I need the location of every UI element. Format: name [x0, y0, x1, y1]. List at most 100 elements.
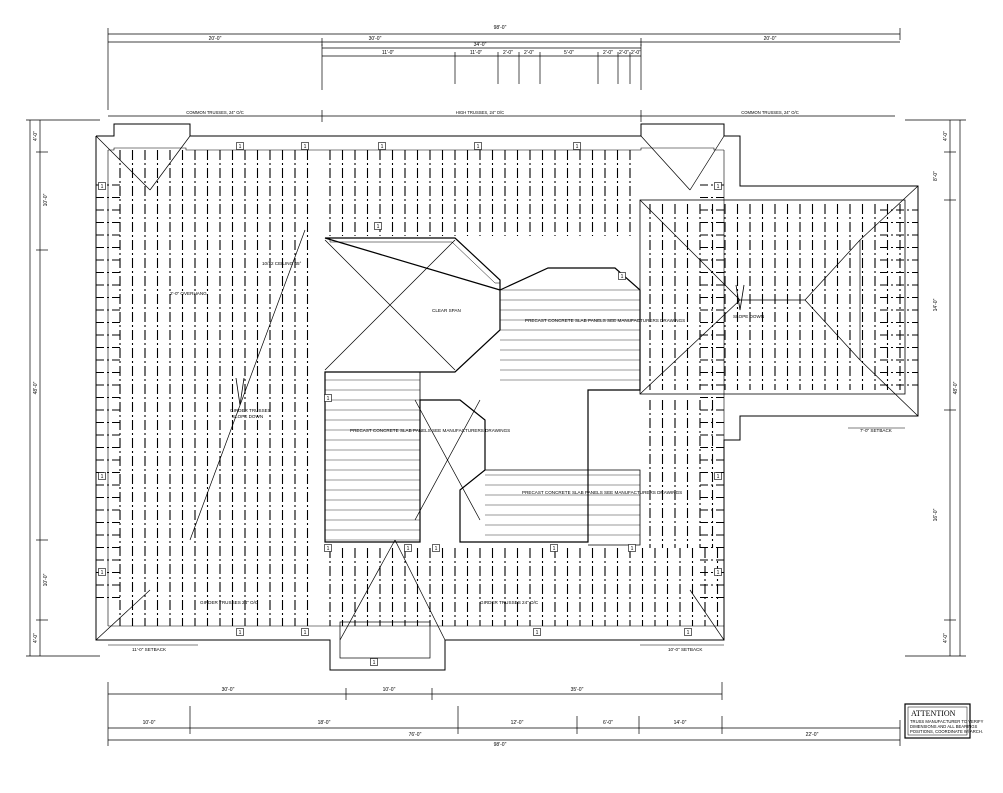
- svg-text:1: 1: [373, 660, 376, 666]
- truss-tag: 1: [236, 628, 244, 636]
- svg-text:1: 1: [377, 224, 380, 230]
- svg-text:1: 1: [327, 396, 330, 402]
- dim-bottom-row1-c: 35'-0": [571, 687, 584, 693]
- truss-tag-layer: 1 1 1 1 1 1 1 1 1 1 1 1 1 1 1 1 1 1 1 1 1 1 1 1: [98, 142, 722, 666]
- dim-right-b: 8'-0": [933, 171, 939, 181]
- dim-right-c: 14'-0": [933, 298, 939, 311]
- attention-line-1: TRUSS MANUFACTURER TO VERIFY: [910, 719, 984, 724]
- slab-panel-lines: [325, 289, 640, 541]
- truss-tag: 1: [98, 568, 106, 576]
- dim-bottom-row2-c: 12'-0": [511, 720, 524, 726]
- dim-top-row4-b: 11'-0": [470, 50, 483, 56]
- svg-text:1: 1: [239, 144, 242, 150]
- truss-tag: 1: [404, 544, 412, 552]
- truss-tag: 1: [714, 472, 722, 480]
- svg-text:1: 1: [621, 274, 624, 280]
- truss-label-left: COMMON TRUSSES, 24" O/C: [186, 110, 243, 115]
- truss-tag: 1: [573, 142, 581, 150]
- interior-framing: [324, 237, 641, 546]
- svg-text:1: 1: [631, 546, 634, 552]
- svg-text:1: 1: [536, 630, 539, 636]
- setback-dim-lines: [108, 427, 905, 646]
- top-dimension-strings: [107, 28, 901, 122]
- svg-text:1: 1: [101, 474, 104, 480]
- dim-top-row3-b: 34'-0": [474, 42, 487, 48]
- dim-overall-top: 98'-0": [494, 25, 507, 31]
- dim-overall-bottom: 98'-0": [494, 742, 507, 748]
- truss-tag: 1: [98, 182, 106, 190]
- dim-bottom-row1-b: 10'-0": [383, 687, 396, 693]
- truss-tag: 1: [684, 628, 692, 636]
- svg-text:1: 1: [477, 144, 480, 150]
- truss-tag: 1: [324, 394, 332, 402]
- bottom-dimension-strings: [107, 682, 901, 746]
- roof-outline: [95, 123, 919, 671]
- svg-text:1: 1: [101, 184, 104, 190]
- svg-text:1: 1: [553, 546, 556, 552]
- dim-right-overall: 48'-0": [953, 381, 959, 394]
- svg-text:1: 1: [687, 630, 690, 636]
- dim-bottom-row2-e: 14'-0": [674, 720, 687, 726]
- svg-text:1: 1: [327, 546, 330, 552]
- svg-text:1: 1: [381, 144, 384, 150]
- truss-label-center: HIGH TRUSSES, 24" O/C: [456, 110, 504, 115]
- dim-top-row4-c: 2'-0": [503, 50, 513, 56]
- truss-tag: 1: [301, 628, 309, 636]
- note-setback-mid: 7'-0" SETBACK: [860, 428, 893, 433]
- attention-line-2: DIMENSIONS AND ALL BEARINGS: [910, 724, 978, 729]
- note-girder: GIRDER TRUSSES: [230, 408, 271, 413]
- truss-label-right: COMMON TRUSSES, 24" O/C: [741, 110, 798, 115]
- dim-right-f: 4'-0": [943, 633, 949, 643]
- truss-tag: 1: [374, 222, 382, 230]
- truss-tag: 1: [628, 544, 636, 552]
- svg-text:1: 1: [101, 570, 104, 576]
- horizontal-truss-lines: [96, 184, 918, 599]
- dim-top-row2-a: 20'-0": [209, 36, 222, 42]
- dim-top-row2-b: 30'-0": [369, 36, 382, 42]
- note-girder-2: GIRDER TRUSSES 24" O/C: [200, 600, 259, 605]
- note-precast-3: PRECAST CONCRETE SLAB PANELS SEE MANUFAC…: [522, 490, 682, 495]
- dim-top-row4-e: 5'-0": [564, 50, 574, 56]
- truss-tag: 1: [714, 568, 722, 576]
- svg-text:1: 1: [435, 546, 438, 552]
- note-girder-3: GIRDER TRUSSES 24" O/C: [480, 600, 539, 605]
- svg-text:1: 1: [576, 144, 579, 150]
- svg-text:1: 1: [407, 546, 410, 552]
- dim-right-a: 4'-0": [943, 131, 949, 141]
- truss-tag: 1: [533, 628, 541, 636]
- truss-tag: 1: [370, 658, 378, 666]
- svg-text:1: 1: [239, 630, 242, 636]
- attention-box: [904, 703, 971, 739]
- truss-tag: 1: [550, 544, 558, 552]
- svg-text:1: 1: [717, 184, 720, 190]
- side-dimension-strings: [26, 119, 966, 657]
- note-overhang: 2'-0" OVERHANG: [170, 291, 207, 296]
- truss-tag: 1: [301, 142, 309, 150]
- dim-top-row4-a: 11'-0": [382, 50, 395, 56]
- hip-lines: [95, 135, 919, 641]
- truss-tag: 1: [618, 272, 626, 280]
- dim-left-a: 4'-0": [33, 131, 39, 141]
- truss-tag: 1: [236, 142, 244, 150]
- note-clear-span: CLEAR SPAN: [432, 308, 461, 313]
- note-beam-top: 10/12 CEILING 45°: [262, 261, 302, 266]
- dim-bottom-row3-b: 22'-0": [806, 732, 819, 738]
- dim-bottom-row2-b: 18'-0": [318, 720, 331, 726]
- truss-tag: 1: [432, 544, 440, 552]
- note-slope-left: SLOPE DOWN: [232, 414, 263, 419]
- note-setback-right: 10'-0" SETBACK: [668, 647, 703, 652]
- vertical-truss-lines: [119, 150, 901, 626]
- dim-bottom-row2-d: 6'-0": [603, 720, 613, 726]
- dim-right-e: 16'-0": [933, 508, 939, 521]
- dim-top-row4-g: 2'-0": [619, 50, 629, 56]
- dim-top-row4-d: 2'-0": [524, 50, 534, 56]
- attention-title: ATTENTION: [911, 709, 956, 718]
- dim-bottom-row2-a: 10'-0": [143, 720, 156, 726]
- note-setback-left: 11'-0" SETBACK: [132, 647, 167, 652]
- dim-top-row4-f: 2'-0": [603, 50, 613, 56]
- dim-left-overall: 48'-0": [33, 381, 39, 394]
- dim-bottom-row3-a: 76'-0": [409, 732, 422, 738]
- note-slope-right: SLOPE DOWN: [733, 314, 764, 319]
- dim-top-row2-c: 20'-0": [764, 36, 777, 42]
